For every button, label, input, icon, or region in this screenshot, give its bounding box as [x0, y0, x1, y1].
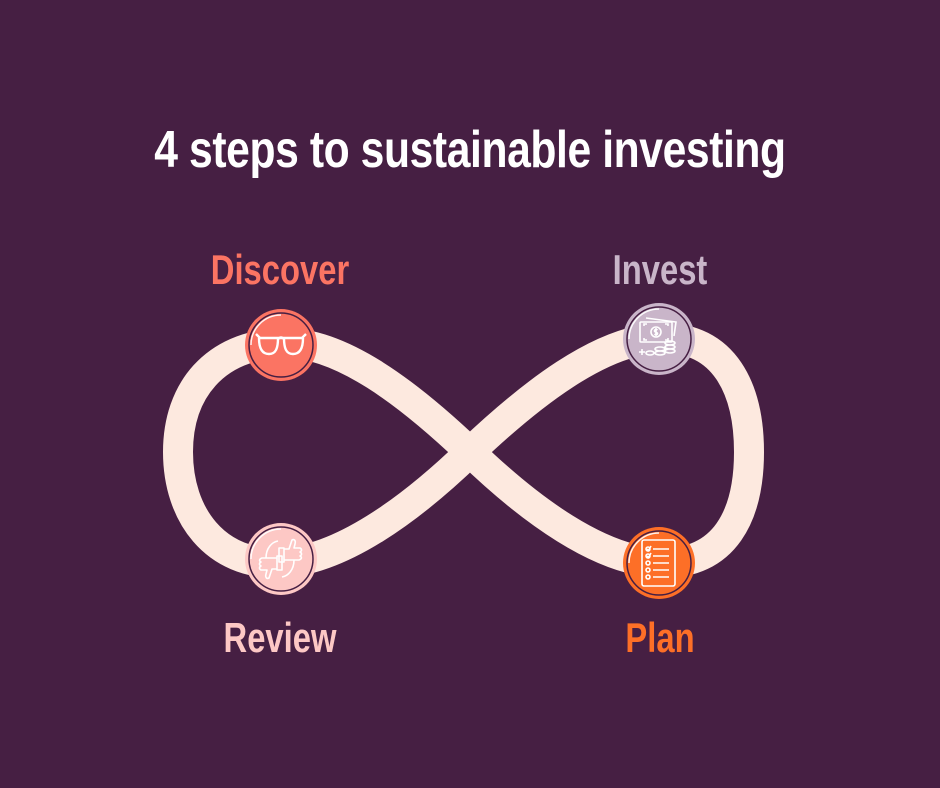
step-node-review[interactable] [244, 522, 318, 596]
step-node-invest[interactable] [622, 302, 696, 376]
money-coins-icon [639, 317, 677, 356]
thumbs-up-down-icon [258, 538, 303, 580]
checklist-icon [641, 539, 676, 587]
step-label-invest: Invest [612, 246, 708, 293]
glasses-icon [255, 333, 307, 356]
step-node-plan[interactable] [622, 526, 696, 600]
step-label-review: Review [223, 614, 337, 661]
step-label-discover: Discover [210, 246, 350, 293]
step-node-discover[interactable] [244, 308, 318, 382]
step-label-plan: Plan [625, 614, 695, 661]
page-title: 4 steps to sustainable investing [154, 121, 786, 179]
